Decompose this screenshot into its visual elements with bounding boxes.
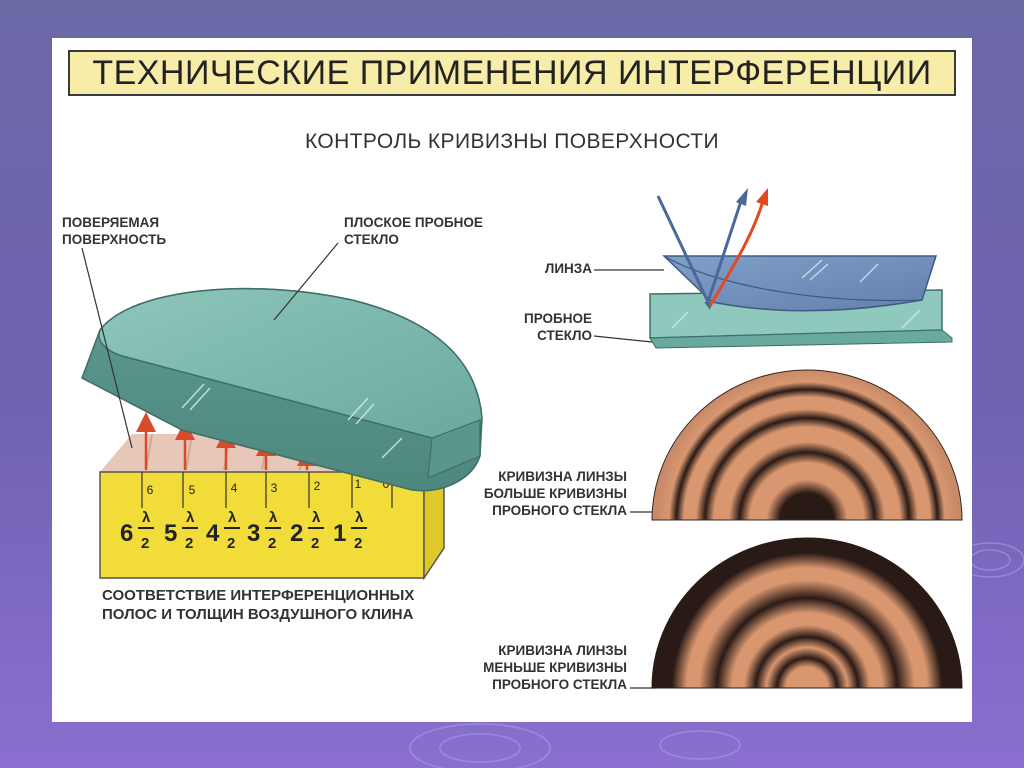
slide-panel: ТЕХНИЧЕСКИЕ ПРИМЕНЕНИЯ ИНТЕРФЕРЕНЦИИ КОН… — [52, 38, 972, 722]
ruler-number-3: 3 — [271, 481, 278, 495]
interference-diagram: 6 5 4 3 2 1 0 6 λ 2 5 λ 2 4 λ — [81, 188, 963, 689]
svg-text:λ: λ — [142, 509, 151, 526]
svg-text:1: 1 — [333, 520, 346, 547]
page-title: ТЕХНИЧЕСКИЕ ПРИМЕНЕНИЯ ИНТЕРФЕРЕНЦИИ — [92, 53, 932, 92]
ruler-number-1: 1 — [355, 477, 362, 491]
wedge-caption: СООТВЕТСТВИЕ ИНТЕРФЕРЕНЦИОННЫХ ПОЛОС И Т… — [102, 587, 415, 623]
svg-text:2: 2 — [290, 520, 303, 547]
svg-text:2: 2 — [311, 535, 319, 552]
svg-text:2: 2 — [227, 535, 235, 552]
lens-assembly — [649, 255, 953, 349]
ruler-number-4: 4 — [231, 481, 238, 495]
svg-text:2: 2 — [268, 535, 276, 552]
formula-3: 3 λ 2 — [247, 509, 281, 552]
label-test-glass: ПРОБНОЕ СТЕКЛО — [524, 311, 592, 343]
svg-text:3: 3 — [247, 520, 260, 547]
svg-text:2: 2 — [354, 535, 362, 552]
label-flat-test-glass: ПЛОСКОЕ ПРОБНОЕ СТЕКЛО — [344, 215, 483, 247]
svg-text:λ: λ — [228, 509, 237, 526]
label-tested-surface: ПОВЕРЯЕМАЯ ПОВЕРХНОСТЬ — [62, 215, 167, 247]
svg-text:λ: λ — [269, 509, 278, 526]
ruler-ticks — [141, 472, 393, 508]
ruler-number-5: 5 — [189, 483, 196, 497]
svg-text:λ: λ — [355, 509, 364, 526]
formula-6: 6 λ 2 — [120, 509, 154, 552]
svg-text:6: 6 — [120, 520, 133, 547]
flat-test-glass — [81, 287, 483, 492]
svg-text:5: 5 — [164, 520, 177, 547]
label-lens: ЛИНЗА — [544, 261, 592, 276]
svg-text:2: 2 — [141, 535, 149, 552]
left-leader-lines — [81, 242, 339, 449]
label-curvature-less: КРИВИЗНА ЛИНЗЫ МЕНЬШЕ КРИВИЗНЫ ПРОБНОГО … — [483, 643, 627, 692]
ruler-number-2: 2 — [314, 479, 321, 493]
ruler-number-6: 6 — [147, 483, 154, 497]
formula-5: 5 λ 2 — [164, 509, 198, 552]
svg-text:λ: λ — [186, 509, 195, 526]
title-banner: ТЕХНИЧЕСКИЕ ПРИМЕНЕНИЯ ИНТЕРФЕРЕНЦИИ — [68, 50, 956, 96]
fringe-pattern-less — [651, 537, 963, 689]
formula-2: 2 λ 2 — [290, 509, 324, 552]
fringe-pattern-greater — [651, 369, 963, 521]
formula-1: 1 λ 2 — [333, 509, 367, 552]
svg-text:2: 2 — [185, 535, 193, 552]
thickness-formulas: 6 λ 2 5 λ 2 4 λ 2 3 λ 2 — [120, 509, 367, 552]
formula-4: 4 λ 2 — [206, 509, 240, 552]
light-rays — [656, 188, 768, 310]
page-subtitle: КОНТРОЛЬ КРИВИЗНЫ ПОВЕРХНОСТИ — [304, 130, 720, 153]
svg-text:4: 4 — [206, 520, 220, 547]
label-curvature-greater: КРИВИЗНА ЛИНЗЫ БОЛЬШЕ КРИВИЗНЫ ПРОБНОГО … — [483, 469, 627, 518]
svg-text:λ: λ — [312, 509, 321, 526]
